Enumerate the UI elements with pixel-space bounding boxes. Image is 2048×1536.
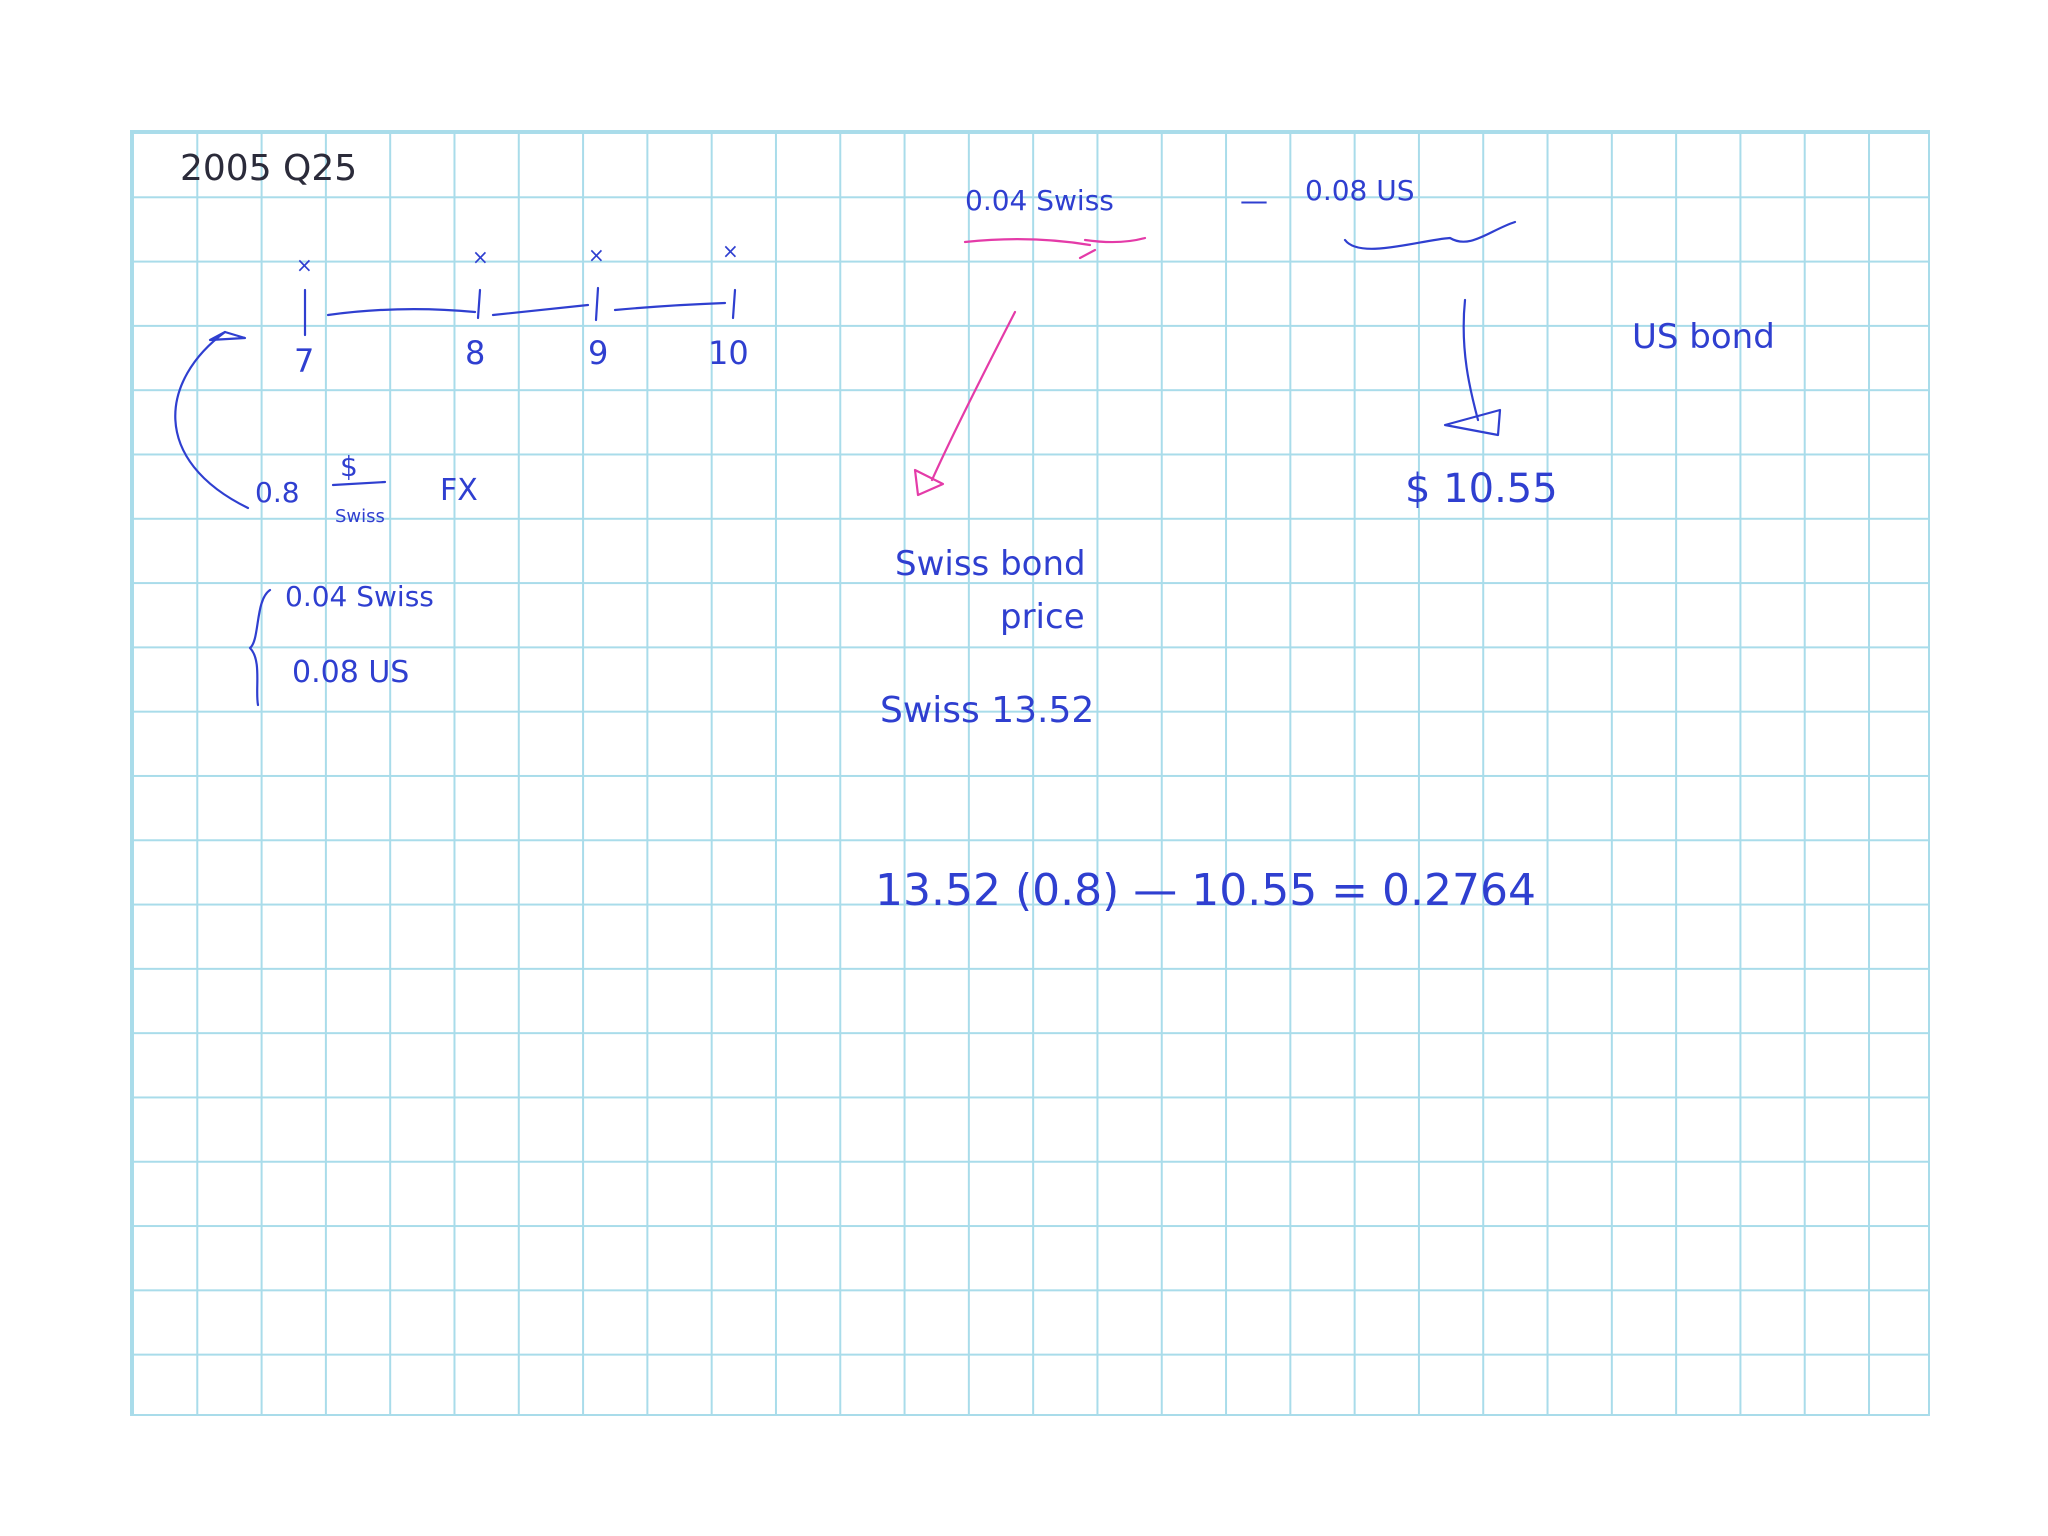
graph-paper-grid [130, 130, 1930, 1416]
fx-note: 0.8 $ Swiss FX [255, 450, 478, 527]
fraction-bar [331, 480, 387, 487]
fx-unit-numerator: $ [340, 450, 358, 483]
timeline-tick-10 [731, 288, 737, 320]
fx-label: FX [440, 473, 478, 508]
arrowhead-icon [913, 468, 945, 497]
curved-arrow [174, 330, 250, 510]
swiss-bond-price: Swiss 13.52 [880, 690, 1094, 731]
timeline-segment [326, 308, 477, 317]
underline-us [1343, 220, 1517, 250]
timeline-mark: × [296, 253, 313, 277]
final-equation: 13.52 (0.8) — 10.55 = 0.2764 [875, 865, 1536, 916]
brace [248, 588, 272, 707]
swiss-rate-note: 0.04 Swiss [285, 580, 434, 613]
us-bond-label: US bond [1632, 317, 1775, 357]
timeline-label: 10 [708, 334, 749, 372]
timeline-label: 8 [465, 334, 485, 372]
swiss-bond-label-line1: Swiss bond [895, 544, 1086, 584]
timeline-label: 7 [294, 342, 314, 380]
fx-unit-denominator: Swiss [335, 506, 385, 527]
timeline-tick-9 [594, 286, 600, 322]
swiss-rate-header: 0.04 Swiss [965, 184, 1114, 217]
page-title: 2005 Q25 [180, 148, 357, 189]
timeline-segment [613, 301, 727, 312]
underline-swiss [963, 236, 1147, 260]
timeline-tick-8 [476, 288, 482, 320]
timeline-mark: × [472, 245, 489, 269]
swiss-bond-label-line2: price [1000, 597, 1085, 637]
us-rate-header: 0.08 US [1305, 174, 1415, 207]
us-rate-note: 0.08 US [292, 655, 409, 690]
timeline-mark: × [722, 239, 739, 263]
blue-arrow [1462, 298, 1480, 422]
us-bond-price: $ 10.55 [1405, 466, 1558, 512]
timeline-segment [491, 303, 590, 317]
arrowhead-icon [1443, 408, 1502, 437]
timeline-mark: × [588, 243, 605, 267]
rate-separator: — [1240, 184, 1268, 217]
timeline: × × × × 7 8 9 10 [294, 239, 749, 380]
pink-arrow [930, 310, 1017, 482]
timeline-label: 9 [588, 334, 608, 372]
fx-value: 0.8 [255, 476, 300, 509]
arrowhead-icon [208, 330, 247, 342]
